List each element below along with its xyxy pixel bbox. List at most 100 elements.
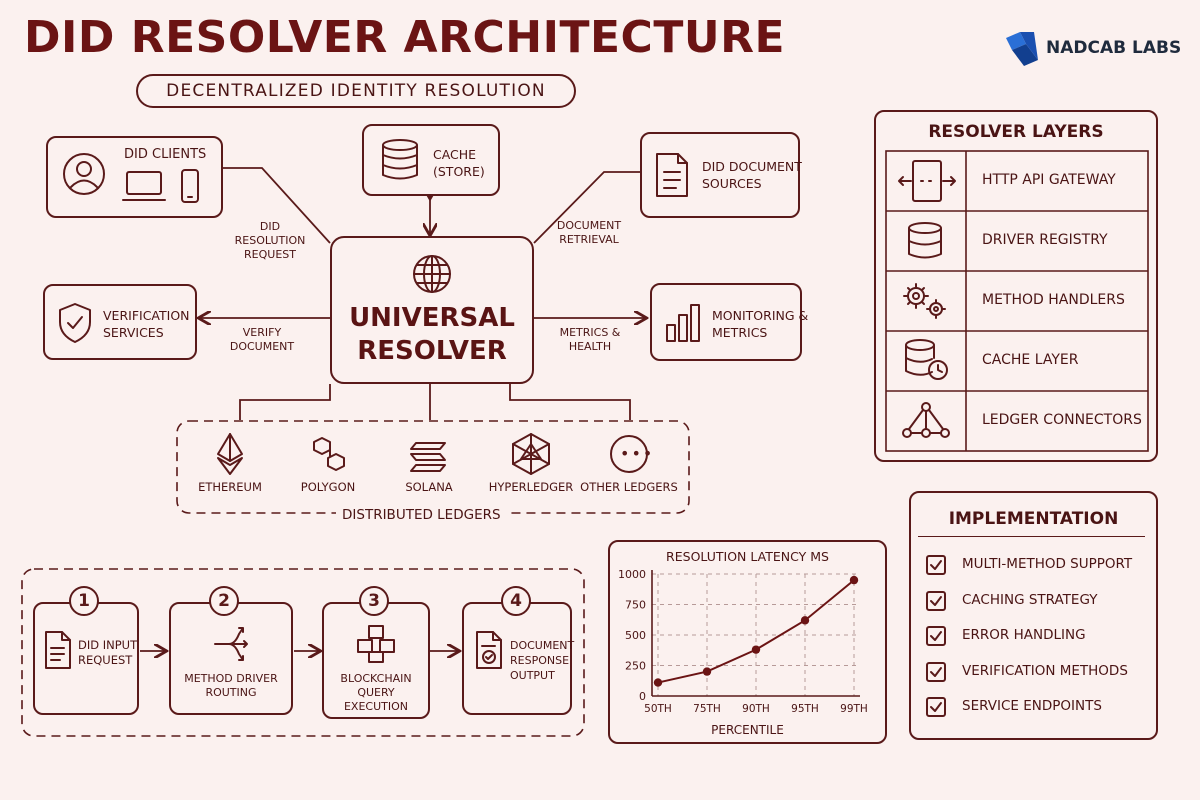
verification-label-1: VERIFICATION — [103, 308, 190, 323]
y-tick-label: 250 — [625, 660, 646, 673]
brand-logo-icon — [1006, 32, 1038, 66]
implementation-title: IMPLEMENTATION — [948, 509, 1119, 529]
impl-item-error-handling: ERROR HANDLING — [962, 627, 1086, 643]
ledger-polygon: POLYGON — [300, 480, 356, 494]
step-4-number: 4 — [501, 586, 531, 616]
resolver-layers-title: RESOLVER LAYERS — [928, 122, 1104, 142]
doc-sources-label-1: DID DOCUMENT — [702, 159, 802, 174]
edge-label-metrics-health: METRICS &HEALTH — [559, 326, 621, 353]
implementation-panel — [909, 491, 1158, 740]
implementation-divider — [918, 536, 1145, 537]
checkbox-error-handling — [926, 626, 946, 646]
step-1-box — [33, 602, 139, 715]
ethereum-icon — [217, 433, 243, 475]
doc-sources-label-2: SOURCES — [702, 176, 762, 191]
document-input-icon — [45, 631, 71, 669]
y-tick-label: 500 — [625, 629, 646, 642]
blockchain-cubes-icon — [357, 625, 395, 663]
cache-box — [362, 124, 500, 196]
checkmarks-icon — [930, 560, 942, 712]
verification-label-2: SERVICES — [103, 325, 164, 340]
resolver-layers-table — [885, 150, 1149, 452]
globe-icon — [413, 255, 451, 293]
chart-title: RESOLUTION LATENCY MS — [666, 549, 829, 564]
resolver-layers-panel — [874, 110, 1158, 462]
more-dots-icon: ••• — [620, 444, 655, 463]
x-tick-label: 50TH — [644, 703, 672, 715]
checkbox-multi-method — [926, 555, 946, 575]
network-nodes-icon — [902, 402, 950, 438]
layer-row-method-handlers: METHOD HANDLERS — [982, 292, 1125, 308]
monitoring-box — [650, 283, 802, 361]
chart-xlabel: PERCENTILE — [711, 723, 784, 737]
impl-item-endpoints: SERVICE ENDPOINTS — [962, 698, 1102, 714]
ledger-solana: SOLANA — [405, 480, 453, 494]
solana-icon — [410, 442, 446, 472]
cache-label-2: (STORE) — [433, 164, 485, 179]
impl-item-multi-method: MULTI-METHOD SUPPORT — [962, 556, 1133, 572]
cache-label-1: CACHE — [433, 147, 477, 162]
hyperledger-icon — [512, 433, 550, 475]
y-tick-label: 1000 — [618, 568, 646, 581]
data-point — [751, 645, 761, 654]
x-tick-label: 99TH — [840, 703, 868, 715]
ledger-ethereum: ETHEREUM — [198, 480, 262, 494]
checkbox-endpoints — [926, 697, 946, 717]
y-tick-label: 750 — [625, 599, 646, 612]
step-2-number: 2 — [209, 586, 239, 616]
impl-item-caching: CACHING STRATEGY — [962, 592, 1098, 608]
data-point — [800, 616, 810, 625]
step-4-box — [462, 602, 572, 715]
database-icon — [382, 139, 418, 180]
data-point — [653, 678, 663, 687]
document-check-icon — [476, 631, 502, 669]
more-ledgers-icon — [610, 435, 648, 473]
did-clients-label: DID CLIENTS — [124, 147, 207, 162]
data-point — [849, 575, 859, 585]
distributed-ledgers-label: DISTRIBUTED LEDGERS — [336, 507, 507, 523]
doc-sources-box — [640, 132, 800, 218]
did-clients-box — [46, 136, 223, 218]
brand-name: NADCAB LABS — [1046, 38, 1182, 58]
monitoring-label-1: MONITORING & — [712, 308, 809, 323]
laptop-icon — [122, 171, 166, 201]
database-clock-icon — [905, 339, 948, 380]
shield-check-icon — [59, 303, 91, 343]
checkbox-caching — [926, 591, 946, 611]
subtitle-pill: DECENTRALIZED IDENTITY RESOLUTION — [136, 74, 576, 108]
database-icon — [908, 222, 942, 259]
x-tick-label: 75TH — [693, 703, 721, 715]
gears-icon — [903, 283, 946, 319]
data-point — [702, 667, 712, 676]
polygon-icon — [313, 437, 345, 471]
impl-item-verification: VERIFICATION METHODS — [962, 663, 1128, 679]
step-3-number: 3 — [359, 586, 389, 616]
x-tick-label: 95TH — [791, 703, 819, 715]
latency-line-chart: 0 250 500 750 1000 50TH 75TH 90TH 95TH 99TH — [618, 568, 868, 715]
checkbox-verification — [926, 662, 946, 682]
document-icon — [656, 153, 688, 197]
x-tick-label: 90TH — [742, 703, 770, 715]
layer-row-gateway: HTTP API GATEWAY — [982, 172, 1116, 188]
layer-row-ledger-connectors: LEDGER CONNECTORS — [982, 412, 1142, 428]
user-icon — [63, 153, 105, 195]
routing-arrows-icon — [214, 627, 248, 661]
phone-icon — [181, 169, 199, 203]
ledger-hyperledger: HYPERLEDGER — [488, 480, 574, 494]
bar-chart-icon — [666, 304, 700, 342]
step-2-box — [169, 602, 293, 715]
step-1-number: 1 — [69, 586, 99, 616]
y-tick-label: 0 — [639, 690, 646, 703]
verification-services-box — [43, 284, 197, 360]
arrows-gateway-icon — [898, 160, 956, 202]
page-title: DID RESOLVER ARCHITECTURE — [24, 12, 786, 63]
